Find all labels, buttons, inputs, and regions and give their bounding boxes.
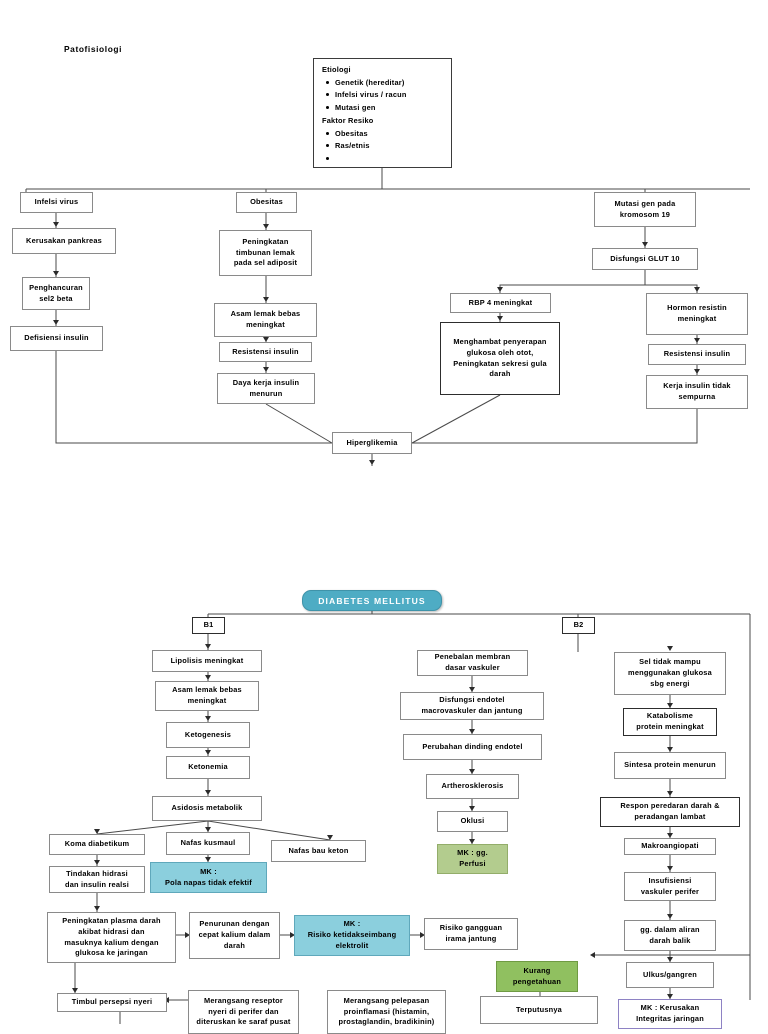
node-ketogenesis[interactable]: Ketogenesis xyxy=(166,722,250,748)
node-asidosis-metabolik[interactable]: Asidosis metabolik xyxy=(152,796,262,821)
node-diabetes-mellitus[interactable]: DIABETES MELLITUS xyxy=(302,590,442,611)
node-lipolisis-meningkat[interactable]: Lipolisis meningkat xyxy=(152,650,262,672)
node-insufisiensi-vaskuler-perifer[interactable]: Insufisiensi vaskuler perifer xyxy=(624,872,716,901)
node-kerja-insulin-tidak-sempurna[interactable]: Kerja insulin tidak sempurna xyxy=(646,375,748,409)
etiologi-item: Infelsi virus / racun xyxy=(326,89,443,102)
arrow-down xyxy=(694,287,700,292)
arrow-down xyxy=(667,791,673,796)
faktor-resiko-list: Obesitas Ras/etnis xyxy=(322,128,443,161)
node-makroangiopati[interactable]: Makroangiopati xyxy=(624,838,716,855)
etiologi-item: Genetik (hereditar) xyxy=(326,77,443,90)
node-penebalan-membran[interactable]: Penebalan membran dasar vaskuler xyxy=(417,650,528,676)
node-merangsang-reseptor[interactable]: Merangsang reseptor nyeri di perifer dan… xyxy=(188,990,299,1034)
arrow-down xyxy=(694,338,700,343)
node-nafas-bau-keton[interactable]: Nafas bau keton xyxy=(271,840,366,862)
node-hiperglikemia[interactable]: Hiperglikemia xyxy=(332,432,412,454)
node-sintesa-protein-menurun[interactable]: Sintesa protein menurun xyxy=(614,752,726,779)
arrow-down xyxy=(667,646,673,651)
node-infelsi-virus[interactable]: Infelsi virus xyxy=(20,192,93,213)
arrow-down xyxy=(205,675,211,680)
arrow-down xyxy=(205,790,211,795)
node-penghancuran-sel2-beta[interactable]: Penghancuran sel2 beta xyxy=(22,277,90,310)
arrow-down xyxy=(205,750,211,755)
node-risiko-gangguan-irama-jantung[interactable]: Risiko gangguan irama jantung xyxy=(424,918,518,950)
arrow-down xyxy=(94,860,100,865)
node-resistensi-insulin-b[interactable]: Resistensi insulin xyxy=(648,344,746,365)
node-mk-pola-napas-tidak-efektif[interactable]: MK : Pola napas tidak efektif xyxy=(150,862,267,893)
node-peningkatan-timbunan-lemak[interactable]: Peningkatan timbunan lemak pada sel adip… xyxy=(219,230,312,276)
arrow-down xyxy=(53,271,59,276)
node-mk-risiko-ketidakseimbang-elektrolit[interactable]: MK : Risiko ketidakseimbang elektrolit xyxy=(294,915,410,956)
faktor-resiko-item: Obesitas xyxy=(326,128,443,141)
node-merangsang-pelepasan[interactable]: Merangsang pelepasan proinflamasi (hista… xyxy=(327,990,446,1034)
node-defisiensi-insulin[interactable]: Defisiensi insulin xyxy=(10,326,103,351)
arrow-left xyxy=(590,952,595,958)
node-branch-b1[interactable]: B1 xyxy=(192,617,225,634)
node-disfungsi-glut10[interactable]: Disfungsi GLUT 10 xyxy=(592,248,698,270)
node-terputusnya[interactable]: Terputusnya xyxy=(480,996,598,1024)
arrow-down xyxy=(53,320,59,325)
arrow-down xyxy=(263,367,269,372)
node-mk-kerusakan-integritas-jaringan[interactable]: MK : Kerusakan Integritas jaringan xyxy=(618,999,722,1029)
arrow-down xyxy=(369,460,375,465)
arrow-down xyxy=(497,316,503,321)
node-koma-diabetikum[interactable]: Koma diabetikum xyxy=(49,834,145,855)
node-mk-gg-perfusi[interactable]: MK : gg. Perfusi xyxy=(437,844,508,874)
arrow-down xyxy=(667,866,673,871)
arrow-down xyxy=(205,644,211,649)
node-sel-tidak-mampu[interactable]: Sel tidak mampu menggunakan glukosa sbg … xyxy=(614,652,726,695)
arrow-down xyxy=(497,287,503,292)
arrow-down xyxy=(53,222,59,227)
arrow-down xyxy=(263,297,269,302)
node-penurunan-kalium[interactable]: Penurunan dengan cepat kalium dalam dara… xyxy=(189,912,280,959)
node-obesitas[interactable]: Obesitas xyxy=(236,192,297,213)
node-rbp4[interactable]: RBP 4 meningkat xyxy=(450,293,551,313)
node-katabolisme-protein[interactable]: Katabolisme protein meningkat xyxy=(623,708,717,736)
arrow-down xyxy=(205,716,211,721)
arrow-down xyxy=(94,906,100,911)
etiologi-heading: Etiologi xyxy=(322,65,351,74)
arrow-down xyxy=(642,242,648,247)
node-gg-aliran-darah-balik[interactable]: gg. dalam aliran darah balik xyxy=(624,920,716,951)
arrow-down xyxy=(667,914,673,919)
node-resistensi-insulin-a[interactable]: Resistensi insulin xyxy=(219,342,312,362)
node-disfungsi-endotel[interactable]: Disfungsi endotel macrovaskuler dan jant… xyxy=(400,692,544,720)
node-asam-lemak-bebas[interactable]: Asam lemak bebas meningkat xyxy=(214,303,317,337)
faktor-resiko-item: Ras/etnis xyxy=(326,140,443,153)
node-daya-kerja-insulin[interactable]: Daya kerja insulin menurun xyxy=(217,373,315,404)
node-respon-peredaran-darah[interactable]: Respon peredaran darah & peradangan lamb… xyxy=(600,797,740,827)
node-artherosklerosis[interactable]: Artherosklerosis xyxy=(426,774,519,799)
node-oklusi[interactable]: Oklusi xyxy=(437,811,508,832)
node-kerusakan-pankreas[interactable]: Kerusakan pankreas xyxy=(12,228,116,254)
node-menghambat-penyerapan[interactable]: Menghambat penyerapan glukosa oleh otot,… xyxy=(440,322,560,395)
arrow-down xyxy=(694,369,700,374)
etiologi-panel: Etiologi Genetik (hereditar) Infelsi vir… xyxy=(313,58,452,168)
node-perubahan-dinding-endotel[interactable]: Perubahan dinding endotel xyxy=(403,734,542,760)
node-asam-lemak-bebas-2[interactable]: Asam lemak bebas meningkat xyxy=(155,681,259,711)
node-kurang-pengetahuan[interactable]: Kurang pengetahuan xyxy=(496,961,578,992)
node-ketonemia[interactable]: Ketonemia xyxy=(166,756,250,779)
node-hormon-resistin[interactable]: Hormon resistin meningkat xyxy=(646,293,748,335)
node-mutasi-gen[interactable]: Mutasi gen pada kromosom 19 xyxy=(594,192,696,227)
node-tindakan-hidrasi[interactable]: Tindakan hidrasi dan insulin realsi xyxy=(49,866,145,893)
etiologi-list: Genetik (hereditar) Infelsi virus / racu… xyxy=(322,77,443,115)
node-ulkus-gangren[interactable]: Ulkus/gangren xyxy=(626,962,714,988)
node-peningkatan-plasma-darah[interactable]: Peningkatan plasma darah akibat hidrasi … xyxy=(47,912,176,963)
etiologi-item: Mutasi gen xyxy=(326,102,443,115)
node-timbul-persepsi-nyeri[interactable]: Timbul persepsi nyeri xyxy=(57,993,167,1012)
page-title: Patofisiologi xyxy=(64,44,123,54)
arrow-down xyxy=(263,224,269,229)
node-nafas-kusmaul[interactable]: Nafas kusmaul xyxy=(166,832,250,855)
node-branch-b2[interactable]: B2 xyxy=(562,617,595,634)
faktor-resiko-heading: Faktor Resiko xyxy=(322,115,374,125)
